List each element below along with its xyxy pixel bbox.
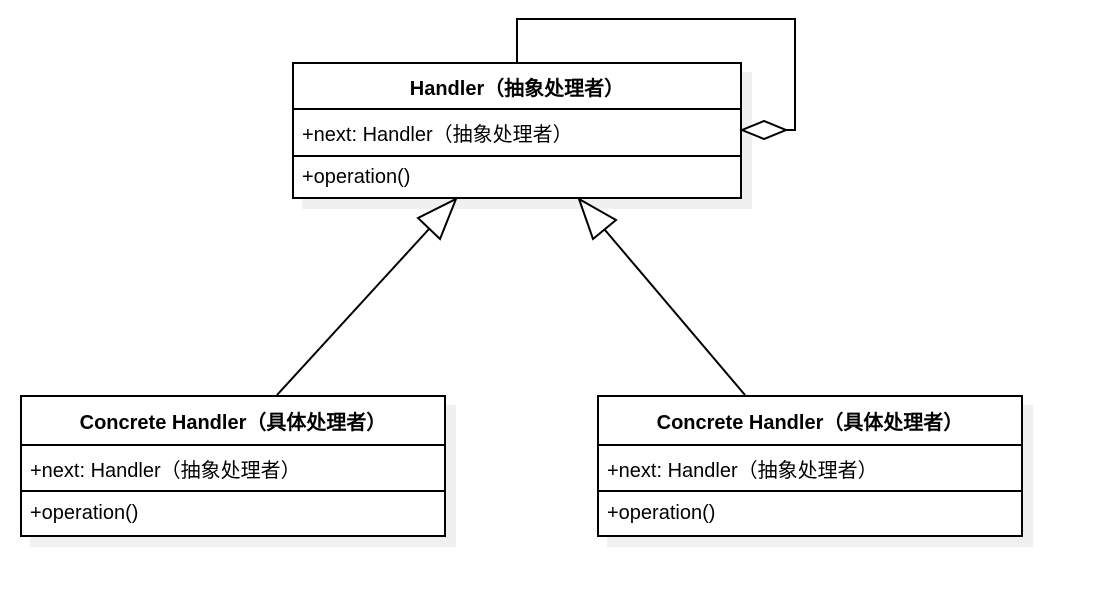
method-operation: +operation() bbox=[302, 165, 411, 188]
attribute-next: +next: Handler（抽象处理者） bbox=[30, 459, 301, 482]
class-title-concrete-handler-left: Concrete Handler（具体处理者） bbox=[79, 412, 387, 434]
class-title-handler: Handler（抽象处理者） bbox=[409, 77, 625, 100]
generalization-line-right bbox=[604, 229, 746, 396]
class-attributes-handler: +next: Handler（抽象处理者） bbox=[294, 108, 740, 155]
attribute-next: +next: Handler（抽象处理者） bbox=[607, 459, 878, 482]
generalization-triangle-left-icon bbox=[416, 196, 458, 241]
class-box-handler: Handler（抽象处理者） +next: Handler（抽象处理者） +op… bbox=[292, 62, 742, 199]
method-operation: +operation() bbox=[30, 502, 139, 524]
class-attributes-concrete-handler-left: +next: Handler（抽象处理者） bbox=[22, 444, 444, 490]
class-attributes-concrete-handler-right: +next: Handler（抽象处理者） bbox=[599, 444, 1021, 490]
class-methods-handler: +operation() bbox=[294, 155, 740, 197]
class-box-concrete-handler-left: Concrete Handler（具体处理者） +next: Handler（抽… bbox=[20, 395, 446, 537]
class-box-concrete-handler-right: Concrete Handler（具体处理者） +next: Handler（抽… bbox=[597, 395, 1023, 537]
class-methods-concrete-handler-right: +operation() bbox=[599, 490, 1021, 535]
aggregation-diamond-icon bbox=[739, 119, 789, 141]
method-operation: +operation() bbox=[607, 502, 716, 524]
class-title-concrete-handler-right: Concrete Handler（具体处理者） bbox=[656, 412, 964, 434]
generalization-triangle-right-icon bbox=[577, 196, 618, 241]
class-methods-concrete-handler-left: +operation() bbox=[22, 490, 444, 535]
attribute-next: +next: Handler（抽象处理者） bbox=[302, 124, 573, 146]
generalization-line-left bbox=[276, 228, 430, 396]
